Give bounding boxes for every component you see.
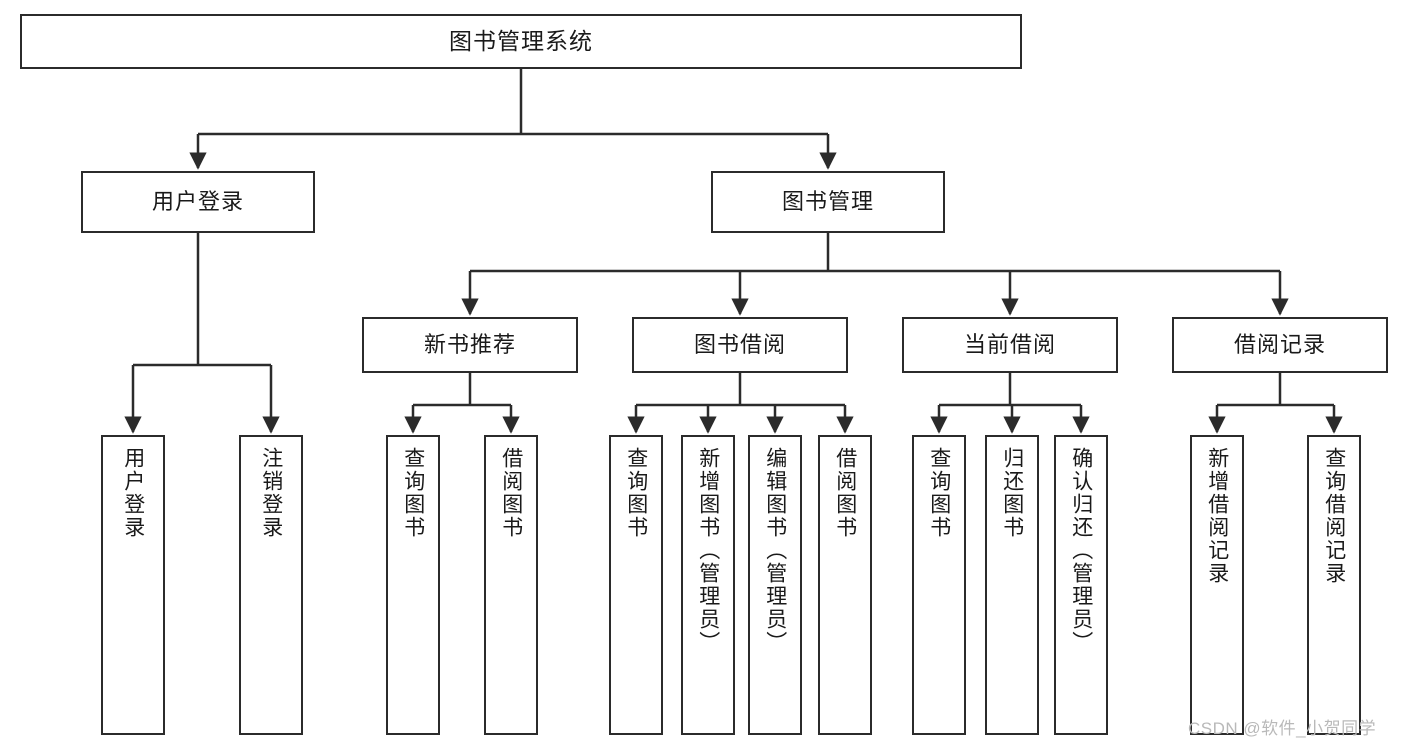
leaf-user-login-label: 用户登录: [121, 447, 145, 539]
leaf-query-book-recommend-label: 查询图书: [401, 447, 425, 539]
leaf-add-book-admin-label: 新增图书（管理员）: [696, 447, 720, 654]
node-current-borrow[interactable]: 当前借阅: [902, 317, 1118, 373]
leaf-logout-login-label: 注销登录: [259, 447, 283, 539]
leaf-query-borrow-record[interactable]: 查询借阅记录: [1307, 435, 1361, 735]
leaf-edit-book-admin[interactable]: 编辑图书（管理员）: [748, 435, 802, 735]
node-new-book-recommend-label: 新书推荐: [423, 332, 516, 358]
leaf-logout-login[interactable]: 注销登录: [239, 435, 303, 735]
leaf-add-book-admin[interactable]: 新增图书（管理员）: [681, 435, 735, 735]
leaf-query-book-borrow-label: 查询图书: [624, 447, 648, 539]
leaf-add-borrow-record[interactable]: 新增借阅记录: [1190, 435, 1244, 735]
leaf-query-book-current-label: 查询图书: [927, 447, 951, 539]
leaf-edit-book-admin-label: 编辑图书（管理员）: [763, 447, 787, 654]
leaf-return-book-label: 归还图书: [1000, 447, 1024, 539]
node-borrow-record[interactable]: 借阅记录: [1172, 317, 1388, 373]
leaf-query-book-recommend[interactable]: 查询图书: [386, 435, 440, 735]
leaf-borrow-book-recommend[interactable]: 借阅图书: [484, 435, 538, 735]
node-borrow-record-label: 借阅记录: [1233, 332, 1326, 358]
leaf-confirm-return-admin[interactable]: 确认归还（管理员）: [1054, 435, 1108, 735]
node-root[interactable]: 图书管理系统: [20, 14, 1022, 69]
leaf-query-book-borrow[interactable]: 查询图书: [609, 435, 663, 735]
node-book-management[interactable]: 图书管理: [711, 171, 945, 233]
node-book-management-label: 图书管理: [781, 189, 874, 215]
leaf-query-borrow-record-label: 查询借阅记录: [1322, 447, 1346, 585]
leaf-return-book[interactable]: 归还图书: [985, 435, 1039, 735]
node-current-borrow-label: 当前借阅: [963, 332, 1056, 358]
leaf-user-login[interactable]: 用户登录: [101, 435, 165, 735]
node-book-borrow[interactable]: 图书借阅: [632, 317, 848, 373]
node-new-book-recommend[interactable]: 新书推荐: [362, 317, 578, 373]
node-book-borrow-label: 图书借阅: [693, 332, 786, 358]
leaf-query-book-current[interactable]: 查询图书: [912, 435, 966, 735]
node-user-login[interactable]: 用户登录: [81, 171, 315, 233]
edge-group: [124, 69, 1343, 434]
leaf-borrow-book[interactable]: 借阅图书: [818, 435, 872, 735]
csdn-watermark: CSDN @软件_小贺同学: [1188, 719, 1377, 738]
leaf-confirm-return-admin-label: 确认归还（管理员）: [1069, 447, 1093, 654]
node-root-label: 图书管理系统: [449, 27, 593, 54]
leaf-borrow-book-recommend-label: 借阅图书: [499, 447, 523, 539]
leaf-add-borrow-record-label: 新增借阅记录: [1205, 447, 1229, 585]
node-user-login-label: 用户登录: [151, 189, 244, 215]
leaf-borrow-book-label: 借阅图书: [833, 447, 857, 539]
